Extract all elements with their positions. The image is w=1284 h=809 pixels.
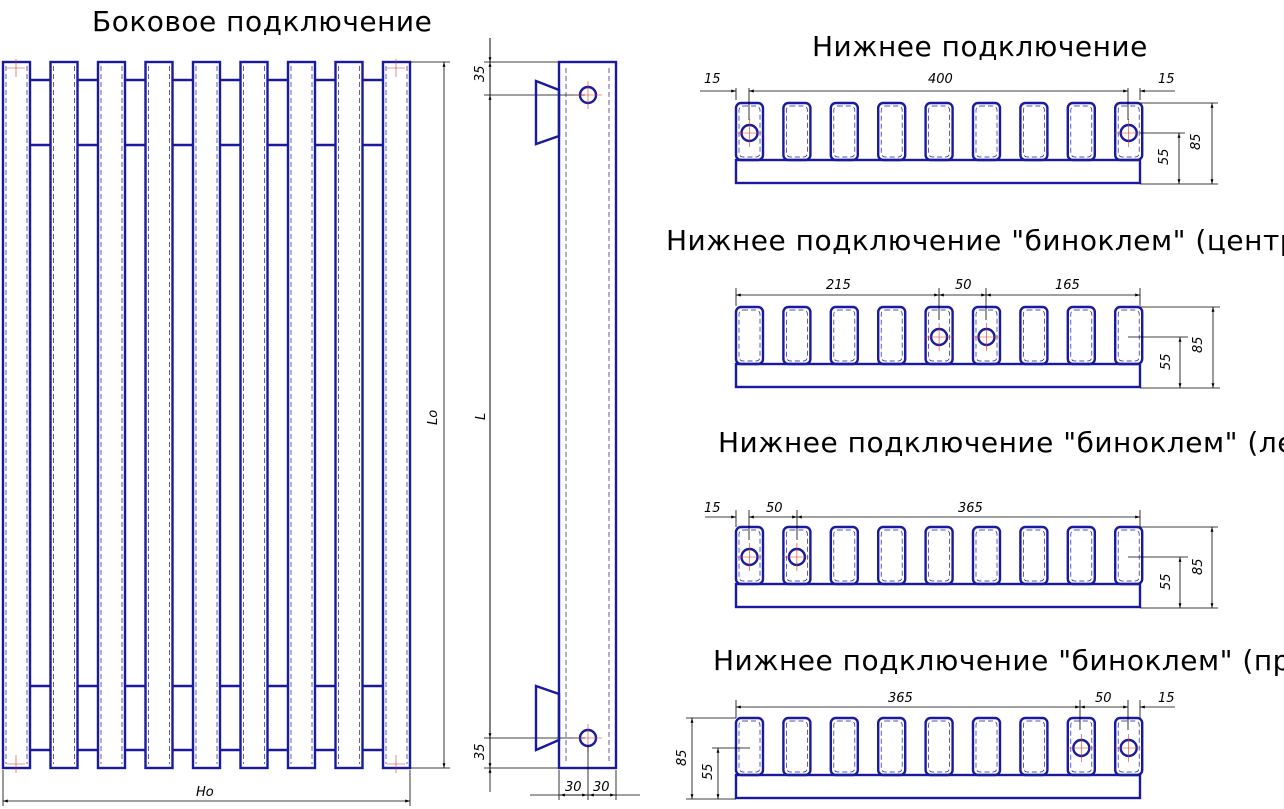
bottom-connection-title: Нижнее подключение: [812, 30, 1148, 63]
bottom-h55-label: 55: [1157, 148, 1172, 165]
section-slot: [1066, 525, 1097, 586]
left-15-label: 15: [704, 501, 721, 516]
radiator-column: [96, 60, 127, 770]
central-165-label: 165: [1055, 278, 1080, 293]
central-h55-label: 55: [1159, 353, 1174, 370]
bottom-h85-label: 85: [1189, 133, 1204, 150]
radiator-column: [1, 60, 32, 770]
lo-dimension-label: Lo: [426, 410, 441, 425]
section-slot: [1019, 305, 1049, 366]
right-365-label: 365: [888, 691, 913, 706]
section-slot: [782, 716, 812, 777]
bottom-left-15-label: 15: [704, 72, 721, 87]
section-slot: [1019, 716, 1049, 777]
ho-dimension-label: Ho: [196, 785, 214, 800]
section-slot: [734, 716, 765, 777]
section-slot: [924, 101, 954, 162]
section-slot: [829, 101, 859, 162]
left-365-label: 365: [958, 501, 983, 516]
section-slot: [1113, 305, 1144, 366]
section-slot: [1066, 101, 1097, 162]
section-slot: [877, 525, 907, 586]
central-50-label: 50: [955, 278, 972, 293]
front-view: [1, 59, 450, 806]
radiator-column: [49, 60, 79, 770]
section-slot: [1019, 525, 1049, 586]
right-15-label: 15: [1158, 691, 1175, 706]
profile-view: 35 35 L 30 30: [473, 38, 640, 800]
radiator-column: [286, 60, 317, 770]
width-30-a-label: 30: [565, 780, 582, 795]
binocle-left-plan: [705, 510, 1218, 609]
section-slot: [924, 716, 954, 777]
bottom-35-label: 35: [473, 743, 488, 760]
central-h85-label: 85: [1191, 336, 1206, 353]
section-slot: [1066, 305, 1097, 366]
section-slot: [782, 101, 812, 162]
central-215-label: 215: [826, 278, 851, 293]
section-slot: [877, 716, 907, 777]
section-slot: [829, 305, 859, 366]
l-dimension-label: L: [474, 413, 489, 420]
section-slot: [1019, 101, 1049, 162]
section-slot: [829, 716, 859, 777]
binocle-central-plan: [734, 288, 1220, 389]
plan-base: [734, 582, 1142, 609]
radiator-column: [334, 60, 364, 770]
plan-base: [734, 362, 1142, 389]
section-slot: [971, 101, 1002, 162]
plan-base: [734, 158, 1142, 185]
right-h55-label: 55: [701, 763, 716, 780]
left-h85-label: 85: [1191, 558, 1206, 575]
left-50-label: 50: [766, 501, 783, 516]
left-h55-label: 55: [1159, 573, 1174, 590]
right-50-label: 50: [1095, 691, 1112, 706]
width-30-b-label: 30: [593, 780, 610, 795]
bottom-connection-plan: [700, 88, 1218, 185]
section-slot: [829, 525, 859, 586]
section-slot: [877, 101, 907, 162]
bottom-right-15-label: 15: [1158, 72, 1175, 87]
section-slot: [782, 305, 812, 366]
side-connection-title: Боковое подключение: [92, 5, 432, 38]
right-h85-label: 85: [675, 749, 690, 766]
binocle-right-title: Нижнее подключение "биноклем" (правое): [713, 644, 1284, 677]
binocle-central-title: Нижнее подключение "биноклем" (центральн…: [666, 224, 1284, 257]
section-slot: [924, 525, 954, 586]
top-35-label: 35: [473, 65, 488, 82]
plan-base: [734, 773, 1142, 800]
bottom-span-400-label: 400: [928, 72, 953, 87]
section-slot: [1113, 525, 1144, 586]
section-slot: [877, 305, 907, 366]
binocle-right-plan: [686, 700, 1175, 800]
section-slot: [971, 716, 1002, 777]
radiator-column: [191, 60, 222, 770]
radiator-column: [144, 60, 174, 770]
radiator-column: [381, 60, 412, 770]
radiator-column: [239, 60, 269, 770]
section-slot: [971, 525, 1002, 586]
section-slot: [734, 305, 765, 366]
binocle-left-title: Нижнее подключение "биноклем" (левое): [718, 426, 1284, 459]
